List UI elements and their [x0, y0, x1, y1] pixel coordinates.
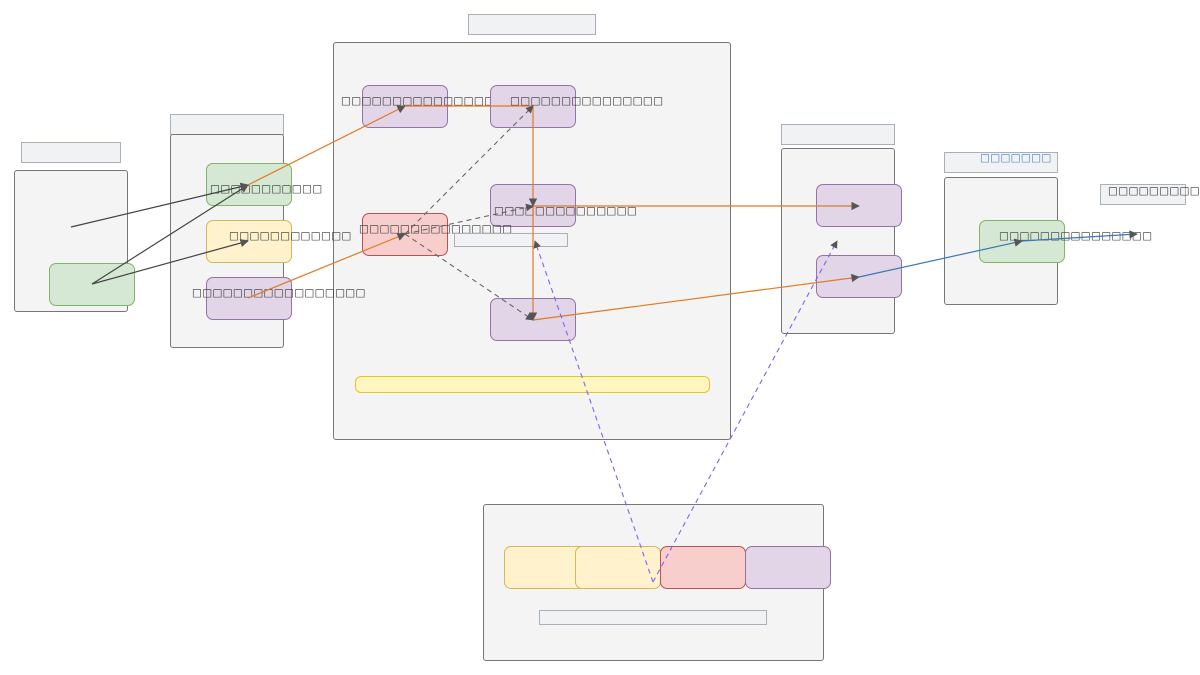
bottom-footer-label-box: [539, 610, 767, 625]
edge-source-to-green: [70, 182, 249, 228]
bottom-node-yellow-2[interactable]: [575, 546, 661, 589]
sink-group-title-text: □□□□□□□: [980, 152, 1052, 164]
output-node-bottom[interactable]: [816, 255, 902, 298]
outputs-group-title: [781, 124, 895, 145]
external-label-box: [1100, 184, 1186, 205]
sink-node-label: □□□□□□□□□□□□□□□: [999, 230, 1153, 242]
external-label-text: □□□□□□□□□□□: [1108, 185, 1200, 197]
edge-sink-to-external: [1021, 230, 1138, 242]
edge-output-bottom-to-sink: [858, 238, 1023, 278]
edge-bottom-to-output-bottom: [532, 273, 860, 321]
edge-green-to-core-top-left: [247, 105, 406, 186]
input-node-yellow-label: □□□□□□□□□□□□: [229, 230, 352, 242]
input-node-yellow[interactable]: [206, 220, 292, 263]
edge-hub-to-top-right: [404, 105, 534, 235]
outputs-group: [781, 148, 895, 334]
edge-bottom-group-to-outputs: [652, 240, 838, 583]
core-footer-bar: [355, 376, 710, 393]
edge-bottom-group-to-core-label: [533, 240, 654, 583]
bottom-node-red[interactable]: [660, 546, 746, 589]
sink-group-title: [944, 152, 1058, 173]
source-group-title: [21, 142, 121, 163]
core-group-title: [468, 14, 596, 35]
bottom-node-purple[interactable]: [745, 546, 831, 589]
core-hub-node-label: □□□□□□□□□□□□□□□: [359, 223, 513, 235]
edge-purple-to-hub: [247, 232, 406, 299]
input-node-purple[interactable]: [206, 277, 292, 320]
core-node-top-right-label: □□□□□□□□□□□□□□□: [510, 95, 664, 107]
edge-sourcenode-to-yellow: [91, 238, 249, 285]
edge-hub-to-bottom: [404, 233, 534, 321]
edge-hub-to-middle: [404, 203, 534, 235]
input-node-purple-label: □□□□□□□□□□□□□□□□□: [192, 287, 366, 299]
edge-sourcenode-to-green: [91, 184, 249, 285]
source-node[interactable]: [49, 263, 135, 306]
